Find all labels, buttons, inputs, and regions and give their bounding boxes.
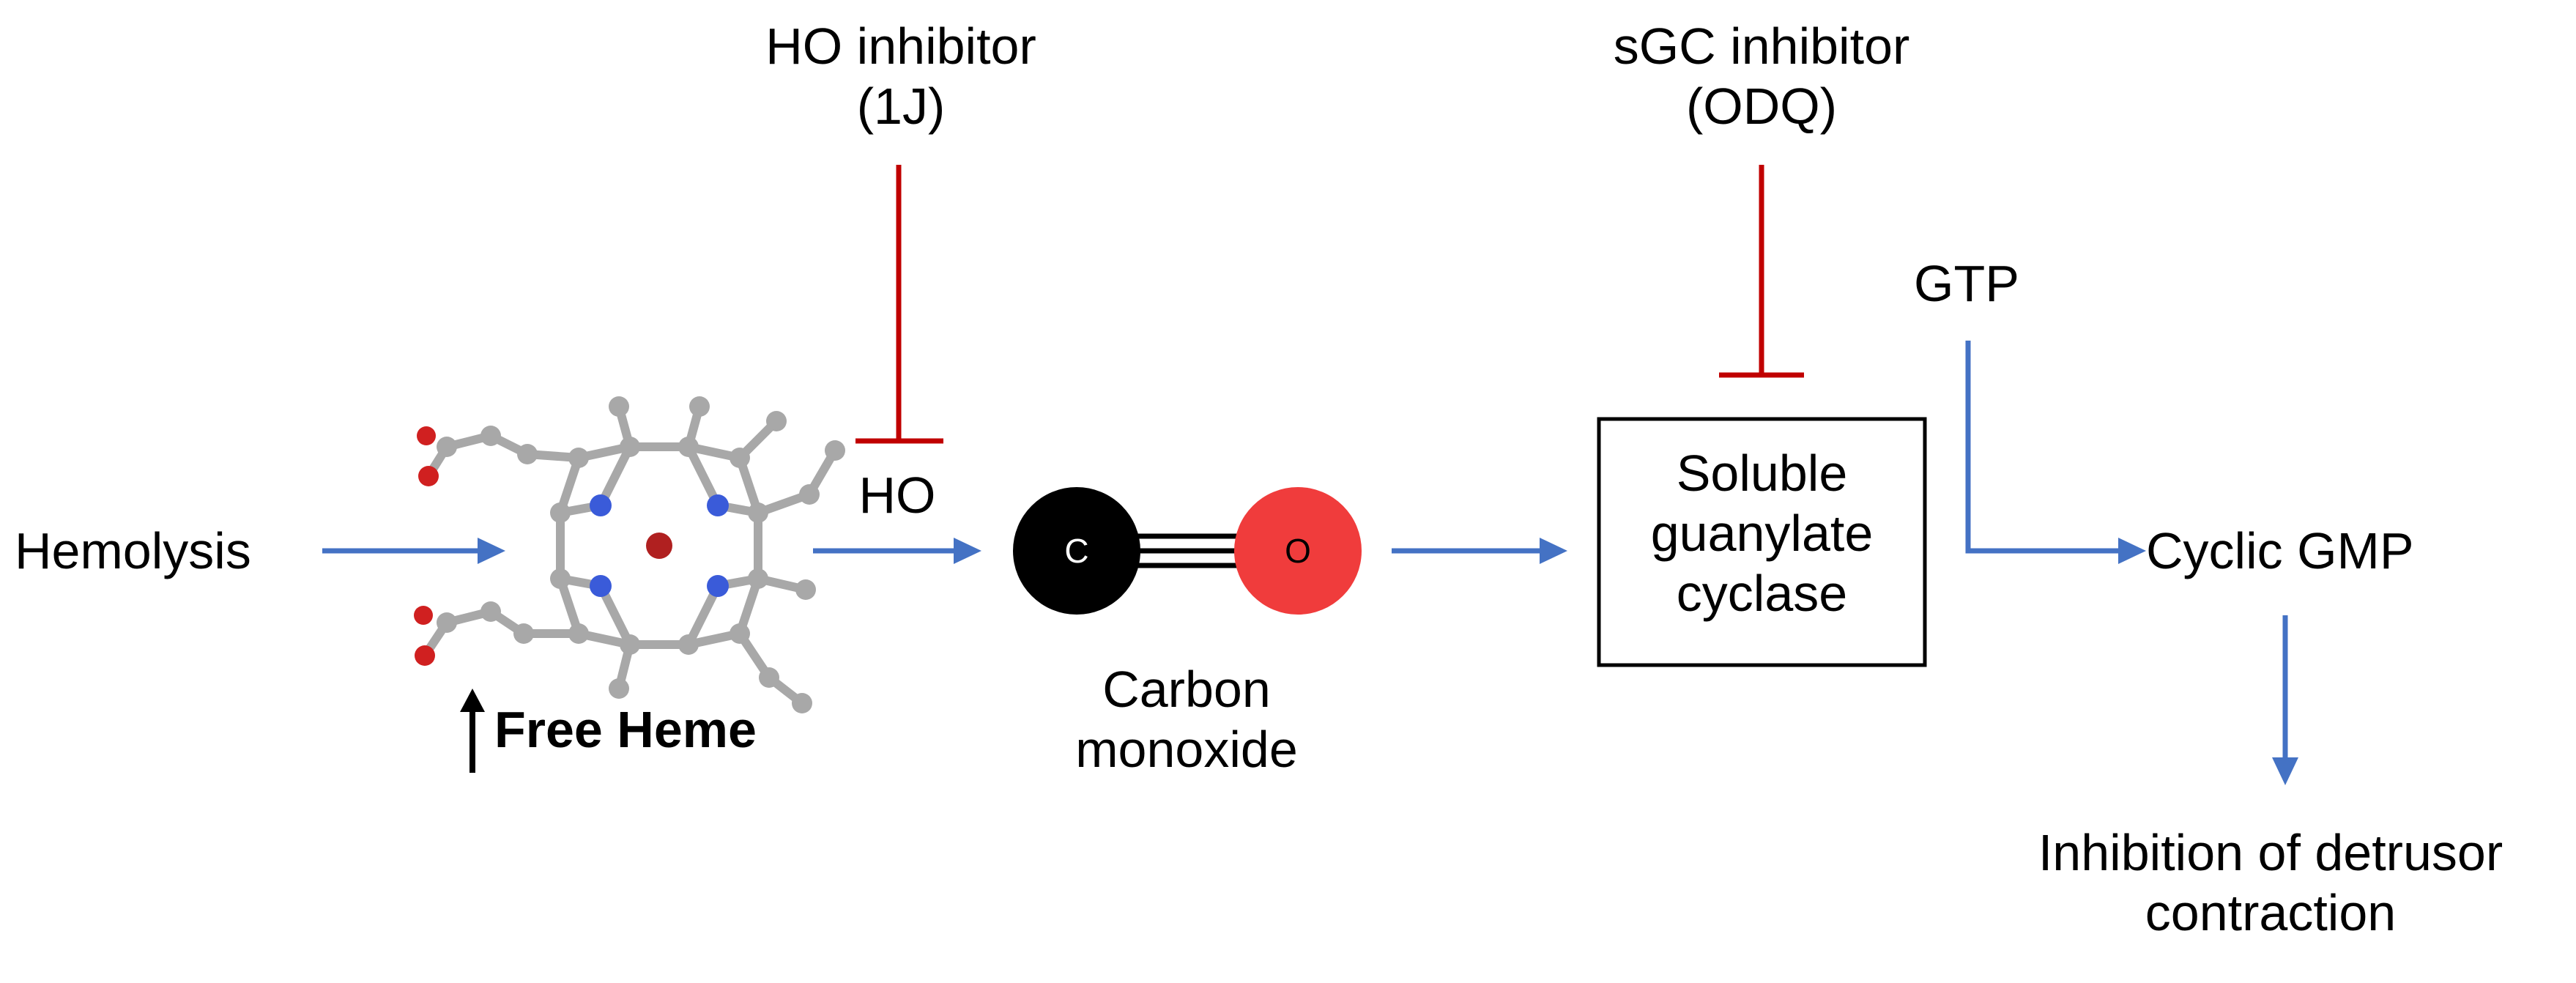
activation-arrows	[322, 341, 2298, 785]
hemolysis-label: Hemolysis	[15, 522, 251, 579]
ho-enzyme-label: HO	[858, 467, 936, 524]
arrowhead-heme-to-co	[954, 538, 981, 564]
carbon-monoxide-label: Carbon monoxide	[1075, 661, 1298, 778]
heme-ball-and-stick-icon	[414, 396, 845, 713]
arrowhead-hemolysis-to-heme	[478, 538, 505, 564]
iron-atom	[646, 533, 672, 559]
free-heme-label: Free Heme	[494, 701, 757, 758]
oxygen-symbol: O	[1285, 532, 1311, 570]
carbon-monoxide-molecule-icon: C O	[1013, 487, 1362, 615]
up-arrow-icon	[460, 689, 485, 773]
carbon-atom	[1013, 487, 1140, 615]
sgc-label: Soluble guanylate cyclase	[1650, 445, 1874, 622]
gtp-label: GTP	[1914, 255, 2019, 312]
arrowhead-cgmp-to-outcome	[2272, 757, 2298, 785]
oxygen-atom	[1234, 487, 1362, 615]
arrowhead-gtp-to-cgmp	[2118, 538, 2146, 564]
outcome-label: Inhibition of detrusor contraction	[2038, 824, 2503, 941]
carbon-symbol: C	[1064, 532, 1088, 570]
cyclic-gmp-label: Cyclic GMP	[2146, 522, 2414, 579]
arrowhead-co-to-sgc	[1540, 538, 1567, 564]
sgc-inhibitor-label: sGC inhibitor (ODQ)	[1613, 18, 1910, 135]
inhibition-bars	[855, 165, 1804, 444]
ho-inhibitor-label: HO inhibitor (1J)	[765, 18, 1036, 135]
sgc-box	[1597, 417, 1927, 667]
arrow-gtp-to-cgmp	[1965, 341, 2124, 554]
